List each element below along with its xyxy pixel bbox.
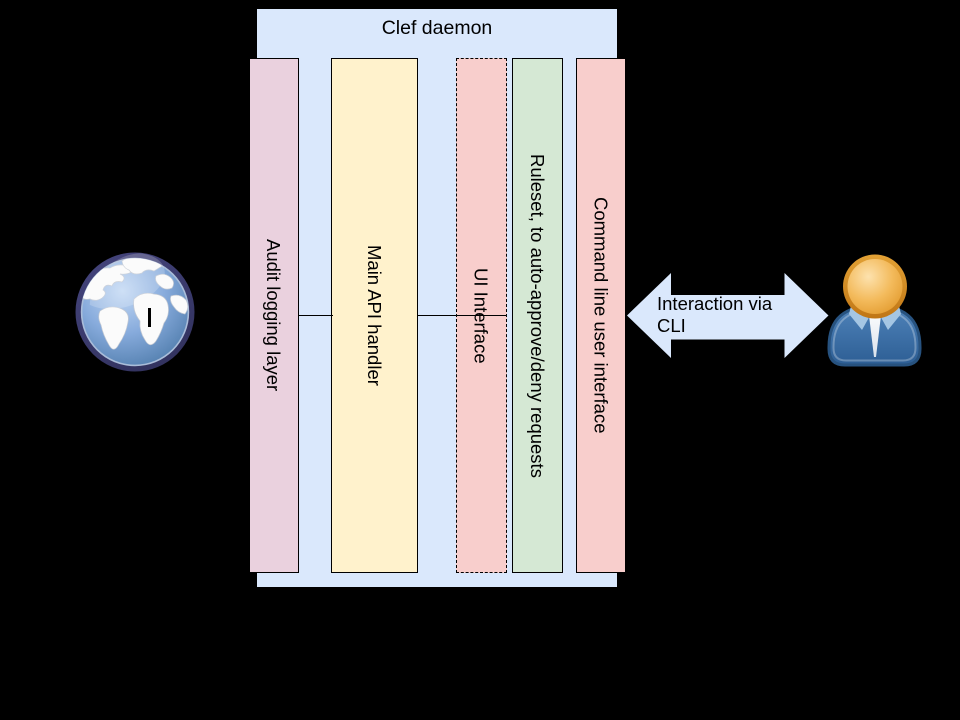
continent-south-america — [98, 306, 129, 350]
user-icon — [827, 254, 922, 367]
lane-audit-logging-layer: Audit logging layer — [248, 58, 299, 573]
connector-audit-to-api — [297, 314, 333, 317]
lane-command-line-user-interface-label: Command line user interface — [590, 197, 612, 434]
lane-ruleset: Ruleset, to auto-approve/deny requests — [511, 58, 563, 573]
lane-command-line-user-interface: Command line user interface — [576, 58, 626, 573]
lane-main-api-handler: Main API handler — [331, 58, 418, 573]
connector-api-to-ui — [417, 314, 507, 317]
continent-africa — [133, 292, 169, 346]
lane-audit-logging-layer-label: Audit logging layer — [263, 239, 284, 392]
lane-main-api-handler-label: Main API handler — [364, 245, 385, 386]
continent-europe — [155, 273, 174, 290]
clef-daemon-container — [256, 8, 618, 588]
lane-ruleset-label: Ruleset, to auto-approve/deny requests — [526, 153, 548, 478]
globe-icon — [75, 252, 195, 372]
interaction-arrow — [627, 273, 829, 358]
cursor-mark — [148, 307, 151, 327]
clef-daemon-title: Clef daemon — [381, 17, 493, 39]
interaction-arrow-label: Interaction via CLI — [657, 293, 773, 336]
continent-middle-east — [170, 294, 189, 315]
continent-north-america — [81, 264, 135, 301]
